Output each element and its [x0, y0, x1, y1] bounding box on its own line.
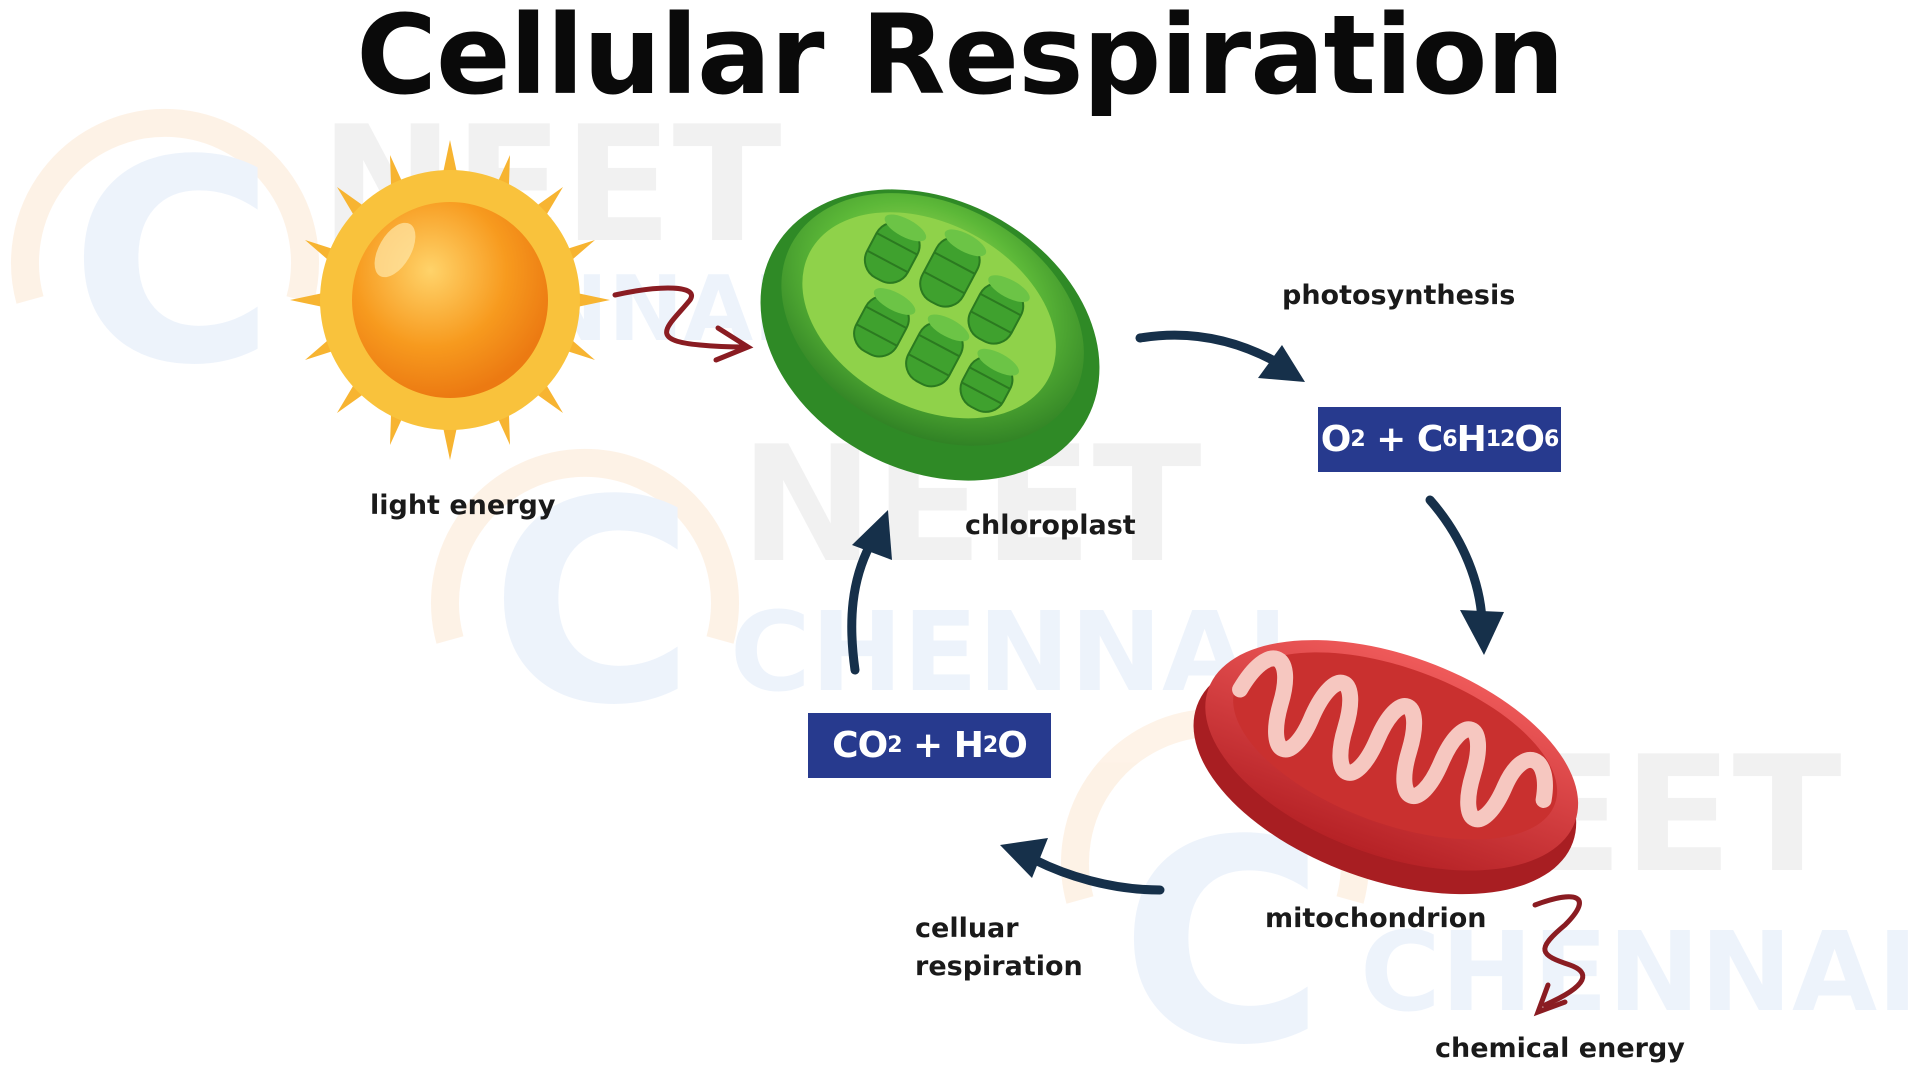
label-mitochondrion: mitochondrion	[1265, 903, 1487, 934]
label-light-energy: light energy	[370, 490, 556, 521]
label-cellular-respiration: celluar respiration	[915, 910, 1083, 986]
chloroplast-icon	[760, 189, 1100, 481]
sun-icon	[290, 140, 610, 460]
arrow-sun-to-chloroplast	[612, 285, 754, 363]
arrow-chloroplast-to-photosynthesis	[1135, 330, 1305, 382]
watermark-letter: C	[70, 101, 276, 427]
label-cellular-respiration-line2: respiration	[915, 951, 1083, 982]
page-title: Cellular Respiration	[356, 0, 1564, 119]
thylakoid-stacks	[853, 214, 1030, 413]
watermark-chennai: CHENNAI	[1360, 908, 1918, 1036]
label-chemical-energy: chemical energy	[1435, 1033, 1685, 1064]
label-chloroplast: chloroplast	[965, 510, 1136, 541]
arrow-photosynthesis-to-mitochondrion	[1425, 495, 1504, 655]
cristae	[1232, 650, 1553, 828]
label-cellular-respiration-line1: celluar	[915, 913, 1019, 944]
watermark-logo-2: C NEET CHENNAI	[431, 411, 1288, 767]
mitochondrion-icon	[1193, 640, 1579, 895]
watermark-letter: C	[490, 441, 696, 767]
arrow-mitochondrion-to-chemical-energy	[1532, 894, 1586, 1017]
label-photosynthesis: photosynthesis	[1282, 280, 1516, 311]
arrow-mitochondrion-to-respiration	[1000, 838, 1165, 895]
watermark-chennai: CHENNAI	[730, 588, 1288, 716]
arrow-respiration-to-chloroplast	[847, 510, 892, 675]
